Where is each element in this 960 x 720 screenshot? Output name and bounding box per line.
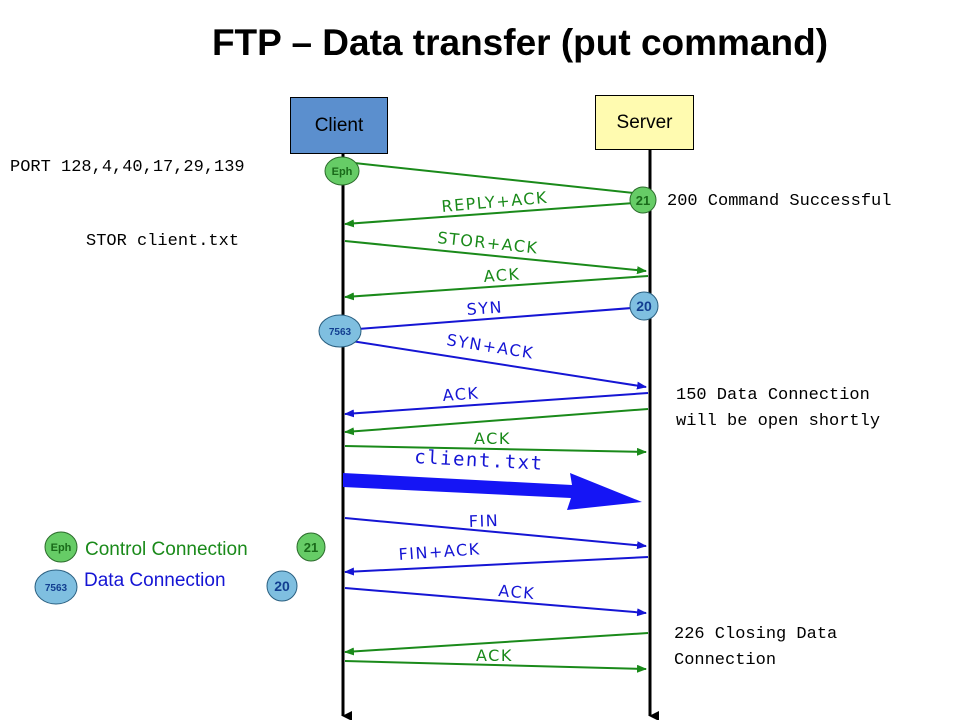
svg-text:Eph: Eph [51,542,72,554]
svg-text:21: 21 [636,193,650,208]
arrow-stor-ack [344,240,647,275]
legend-badge-7563: 7563 [34,569,78,605]
legend-badge-21: 21 [296,532,326,562]
label-ack-2: ACK [442,383,480,405]
note-stor-command: STOR client.txt [86,232,240,251]
arrow-ack-1 [344,275,649,301]
port-badge-21: 21 [629,186,657,214]
arrow-ack-5 [344,660,647,673]
server-box: Server [595,95,694,150]
label-reply-ack: REPLY+ACK [441,188,549,216]
arrow-226 [344,632,649,656]
legend-data-connection: Data Connection [84,570,226,591]
legend-badge-20: 20 [266,570,298,602]
label-ack-3: ACK [474,429,511,448]
svg-text:Eph: Eph [332,166,353,178]
note-data-connection-open: 150 Data Connection will be open shortly [676,386,881,431]
label-fin-ack: FIN+ACK [398,539,481,564]
label-syn: SYN [466,297,504,318]
svg-text:7563: 7563 [329,327,352,338]
label-ack-5: ACK [476,646,513,665]
arrow-ack-4 [344,587,647,617]
arrow-fin-ack [344,556,649,576]
client-label: Client [314,114,364,136]
label-ack-1: ACK [483,264,521,286]
server-label: Server [616,111,673,133]
arrow-syn-ack [344,339,647,390]
note-closing-data-connection: 226 Closing Data Connection [674,625,838,670]
svg-text:20: 20 [274,578,290,594]
port-badge-eph: Eph [324,156,360,186]
client-box: Client [290,97,388,154]
page-title: FTP – Data transfer (put command) [211,22,829,63]
port-badge-7563: 7563 [318,314,362,348]
arrow-150 [344,408,649,436]
legend-badge-eph: Eph [44,531,78,563]
file-transfer-arrow [343,473,642,510]
legend-control-connection: Control Connection [85,539,248,560]
arrow-syn [344,306,646,334]
label-fin: FIN [468,511,499,531]
arrow-ack-3 [344,445,647,456]
note-command-successful: 200 Command Successful [667,192,892,211]
svg-text:21: 21 [304,540,318,555]
note-port-command: PORT 128,4,40,17,29,139 [10,158,245,177]
port-badge-20: 20 [629,291,659,321]
arrow-reply-ack [344,201,649,228]
label-stor-ack: STOR+ACK [437,228,540,257]
svg-text:7563: 7563 [45,583,68,594]
svg-text:20: 20 [636,298,652,314]
arrow-port [344,161,644,198]
arrow-fin [344,517,647,550]
arrow-ack-2 [344,392,649,418]
label-ack-4: ACK [498,581,536,603]
